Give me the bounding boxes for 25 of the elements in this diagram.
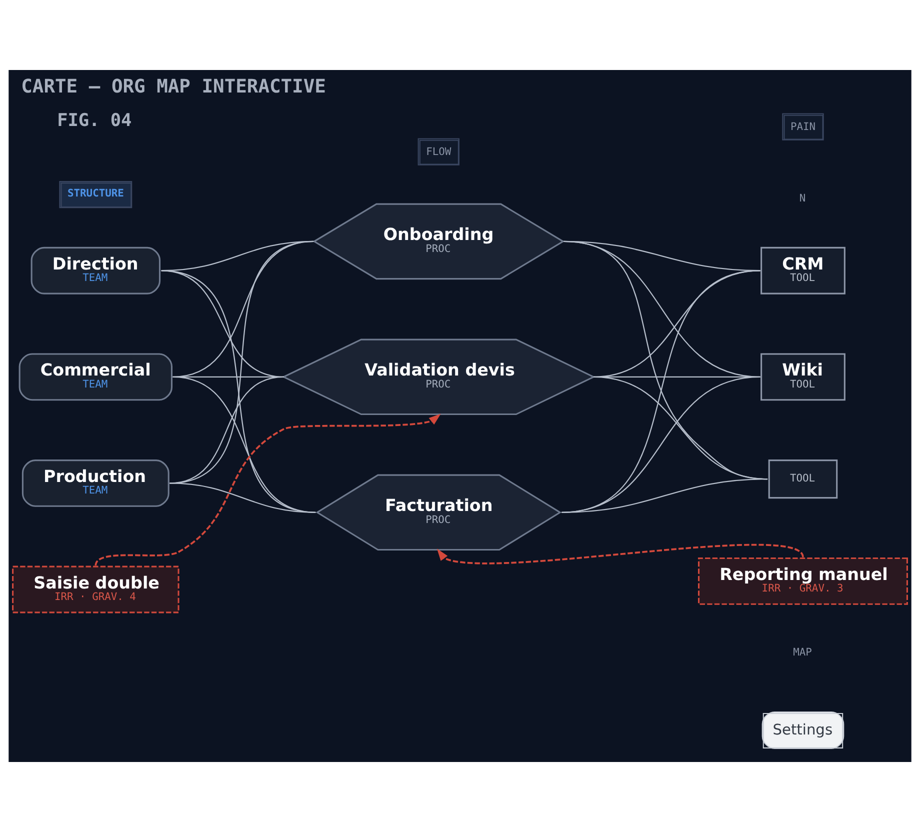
label: FLOW — [426, 146, 452, 158]
label: MAP — [793, 646, 812, 659]
node-box: Direction TEAM — [30, 246, 161, 294]
node-box: TOOL — [768, 460, 838, 499]
node-box: Wiki TOOL — [760, 353, 846, 401]
connector — [161, 270, 284, 378]
node-box: Commercial TEAM — [18, 353, 173, 401]
connector — [562, 270, 760, 513]
label: N — [799, 192, 806, 204]
diagram-title: CARTE — ORG MAP INTERACTIVE — [21, 76, 326, 98]
connector — [161, 270, 316, 513]
connector — [562, 478, 768, 513]
arrow — [94, 414, 441, 566]
connector — [562, 376, 760, 513]
label: STRUCTURE — [68, 188, 124, 200]
label: FIG. 04 — [57, 110, 132, 131]
connector — [172, 376, 316, 513]
label: PAIN — [790, 120, 816, 133]
arrow — [436, 544, 804, 564]
node-box: Reporting manuel IRR · GRAV. 3 — [698, 557, 908, 605]
node-box: CRM TOOL — [760, 246, 846, 294]
node-box: Production TEAM — [22, 460, 170, 507]
node-box: Saisie double IRR · GRAV. 4 — [12, 566, 180, 614]
label: Settings — [772, 722, 833, 739]
connector — [170, 482, 316, 513]
